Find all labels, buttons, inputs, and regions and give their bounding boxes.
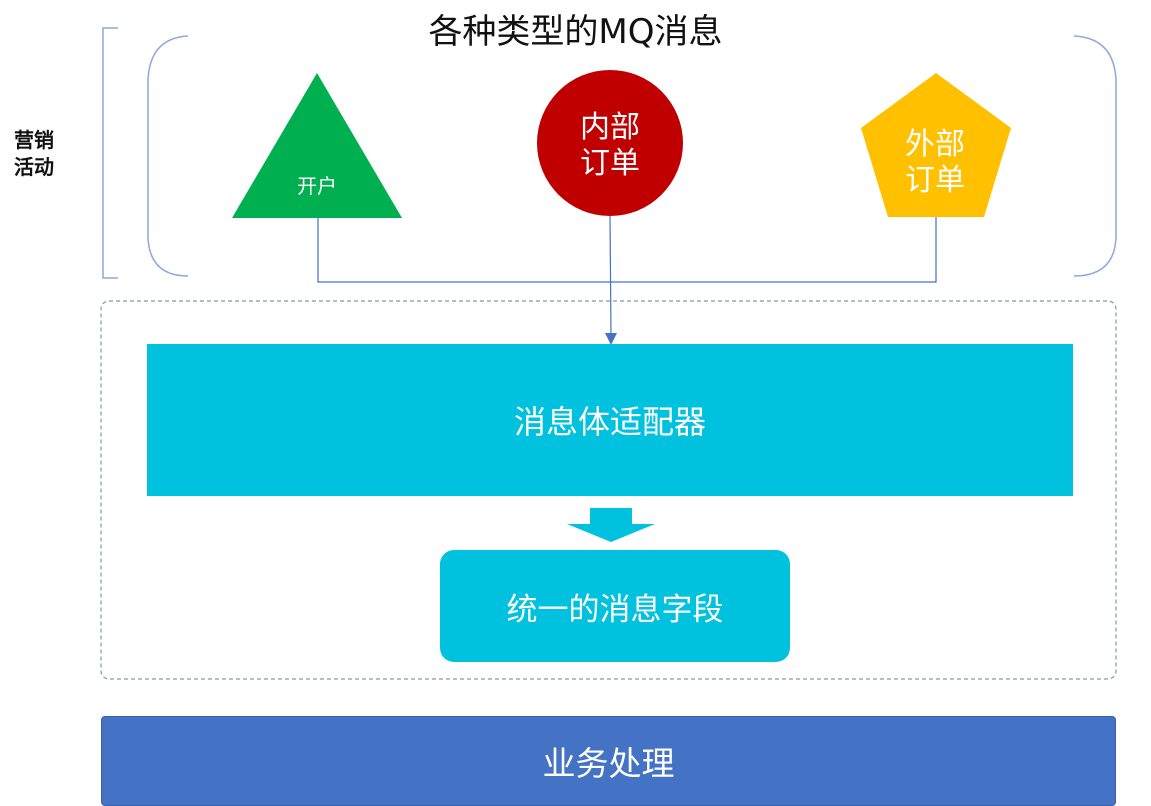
side-label-line-2: 活动: [14, 155, 54, 179]
adapter-container-dashed: [100, 300, 1117, 680]
connector-inner-order: [609, 215, 612, 335]
inner-order-label-line-2: 订单: [580, 146, 640, 181]
triangle-shape-kaihu: [232, 73, 402, 218]
inner-order-label-line-1: 内部: [580, 110, 640, 145]
business-processing-box: 业务处理: [101, 716, 1116, 806]
unified-fields-box: 统一的消息字段: [440, 550, 790, 662]
group-bracket-right: [1073, 35, 1117, 277]
unified-fields-label: 统一的消息字段: [506, 591, 724, 628]
message-adapter-label: 消息体适配器: [513, 403, 706, 441]
outer-order-label-line-2: 订单: [905, 163, 965, 198]
connector-kaihu: [317, 218, 610, 283]
circle-shape-inner-order: [537, 70, 683, 216]
business-processing-label: 业务处理: [542, 744, 675, 783]
arrowhead-down: [605, 333, 617, 345]
group-bracket-left: [147, 35, 189, 277]
outer-order-label-line-1: 外部: [905, 127, 965, 162]
connector-outer-order: [610, 217, 937, 283]
side-label-line-1: 营销: [14, 128, 54, 152]
outer-order-label: 外部 订单: [885, 127, 985, 199]
left-bracket: [102, 27, 118, 279]
block-arrow-down: [567, 508, 655, 542]
message-adapter-box: 消息体适配器: [147, 344, 1073, 496]
diagram-title: 各种类型的MQ消息: [428, 12, 723, 52]
pentagon-shape-outer-order: [861, 73, 1011, 217]
side-label: 营销 活动: [14, 127, 66, 181]
inner-order-label: 内部 订单: [560, 110, 660, 182]
kaihu-label: 开户: [297, 174, 337, 198]
